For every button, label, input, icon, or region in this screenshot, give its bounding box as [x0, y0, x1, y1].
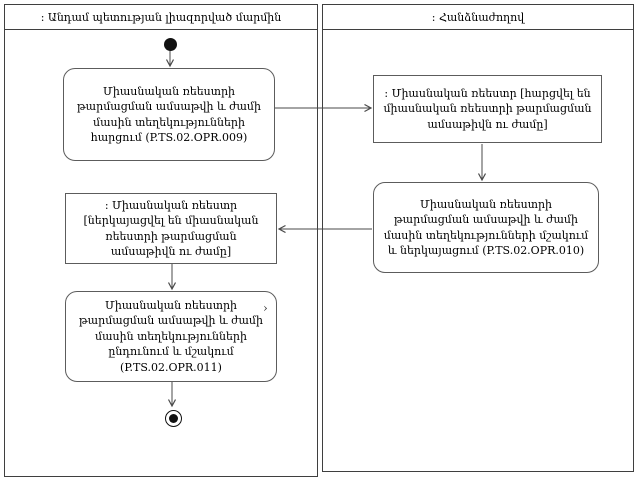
final-node — [165, 410, 182, 427]
lane-title: : Հանձնաժողով — [431, 10, 525, 24]
object-node-register-queried: : Միասնական ռեեստր [հարցվել են միասնական… — [373, 75, 602, 143]
lane-header-commission: : Հանձնաժողով — [323, 5, 633, 30]
final-node-dot — [169, 414, 178, 423]
object-node-register-submitted: : Միասնական ռեեստր [ներկայացվել են միասն… — [65, 193, 277, 264]
object-node-label: : Միասնական ռեեստր [ներկայացվել են միասն… — [83, 198, 259, 259]
stray-mark: › — [263, 301, 268, 315]
action-node-label: Միասնական ռեեստրի թարմացման ամսաթվի և ժա… — [78, 298, 263, 374]
action-node-opr010: Միասնական ռեեստրի թարմացման ամսաթվի և ժա… — [373, 182, 599, 273]
initial-node — [164, 38, 177, 51]
lane-header-authorized-body: : Անդամ պետության լիազորված մարմին — [5, 5, 317, 30]
object-node-label: : Միասնական ռեեստր [հարցվել են միասնական… — [383, 86, 592, 131]
action-node-label: Միասնական ռեեստրի թարմացման ամսաթվի և ժա… — [76, 84, 261, 145]
action-node-label: Միասնական ռեեստրի թարմացման ամսաթվի և ժա… — [383, 197, 589, 258]
action-node-opr011: Միասնական ռեեստրի թարմացման ամսաթվի և ժա… — [65, 291, 277, 382]
lane-title: : Անդամ պետության լիազորված մարմին — [40, 10, 282, 24]
action-node-opr009: Միասնական ռեեստրի թարմացման ամսաթվի և ժա… — [63, 68, 275, 161]
